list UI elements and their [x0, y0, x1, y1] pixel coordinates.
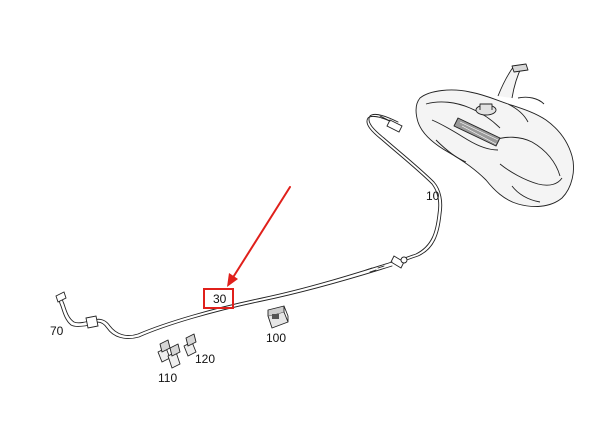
- part-100-connector: [267, 305, 289, 329]
- fuel-line-30: [92, 261, 393, 339]
- fuel-line-10: [366, 113, 443, 269]
- callout-100: 100: [266, 331, 287, 345]
- fuel-tank: [415, 63, 574, 207]
- part-120-clip: [183, 333, 197, 357]
- part-70-hose: [55, 291, 99, 329]
- callout-110: 110: [158, 371, 178, 385]
- callout-30: 30: [213, 292, 227, 306]
- callout-70: 70: [50, 324, 64, 338]
- callout-120: 120: [195, 352, 216, 366]
- callout-10: 10: [426, 189, 440, 203]
- highlight-box: [203, 288, 234, 309]
- part-110-clips: [157, 339, 181, 369]
- red-arrow-icon: [227, 186, 291, 287]
